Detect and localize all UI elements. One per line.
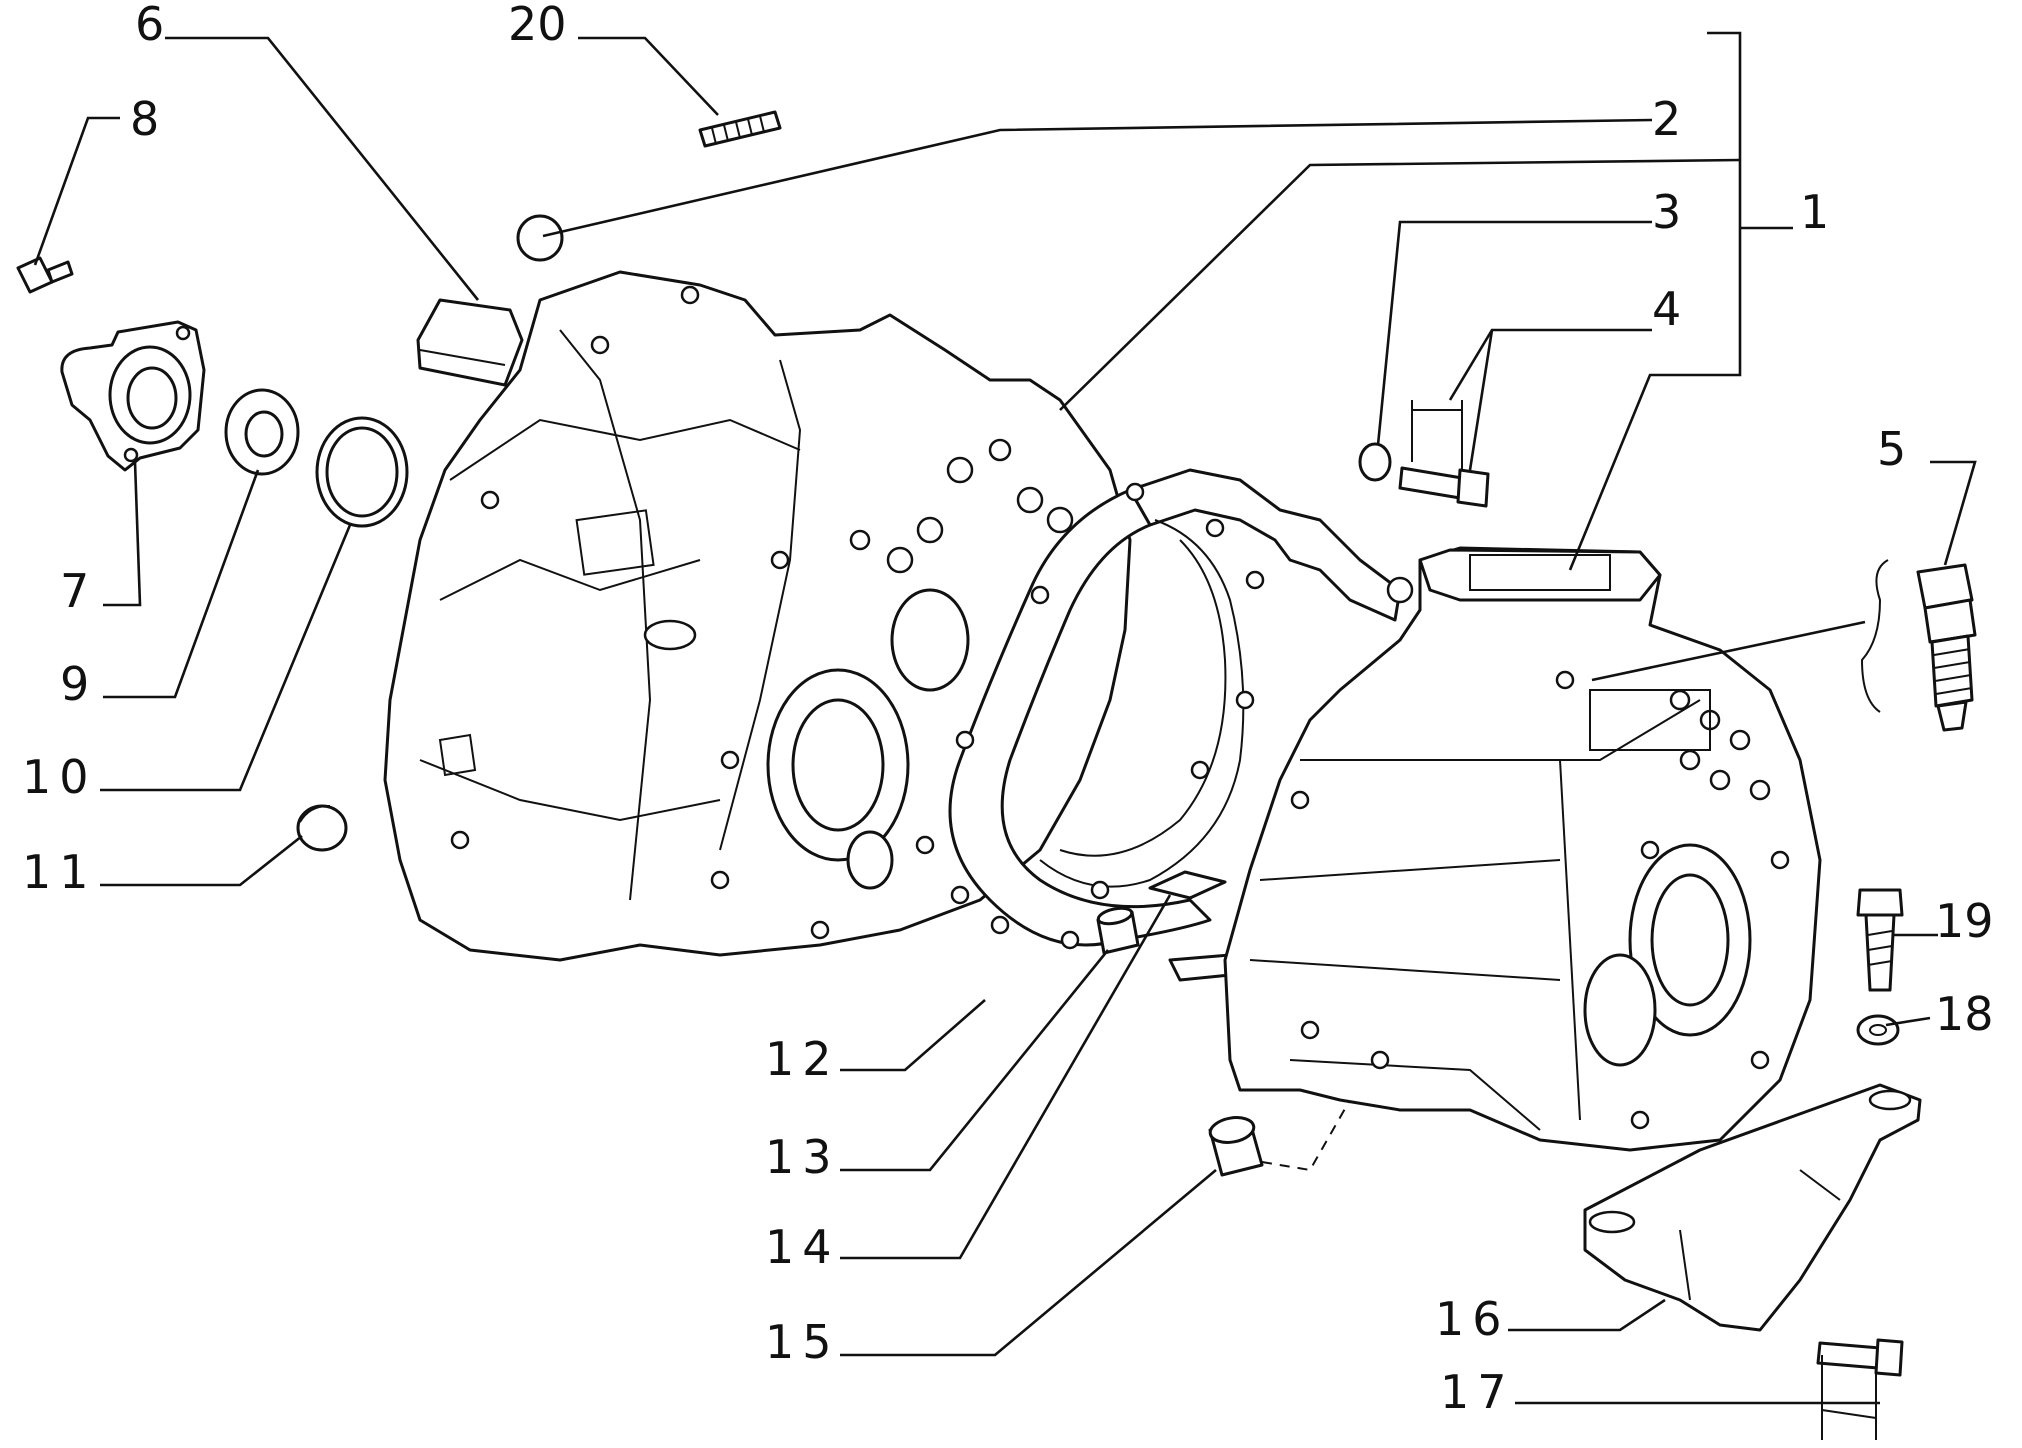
part-3-washer [1358,442,1392,482]
label-15: 15 [765,1315,840,1369]
leader-6 [165,36,480,301]
part-8-bolt [16,256,74,294]
leader-15 [840,1169,1217,1357]
label-14: 14 [765,1220,840,1274]
leader-5 [1930,460,1977,566]
label-11: 11 [22,845,97,899]
part-15-plug [1208,1099,1351,1177]
part-7-bearing-housing [60,320,206,472]
label-5: 5 [1877,422,1906,476]
leader-11 [100,834,303,887]
part-5-bracket [1860,559,1889,713]
part-20-stud [698,110,782,148]
label-19: 19 [1935,894,1994,948]
part-19-bolt [1856,888,1904,992]
part-4-bolt [1398,400,1490,508]
leader-7 [103,461,142,607]
part-17-bolt [1816,1338,1904,1440]
leader-9 [103,469,260,699]
leader-20 [578,36,719,116]
part-18-washer [1856,1014,1900,1046]
label-1: 1 [1800,185,1829,239]
label-17: 17 [1440,1365,1515,1419]
leader-16 [1508,1298,1666,1332]
part-5-switch [1916,563,1977,732]
label-16: 16 [1435,1292,1510,1346]
leader-4b [1468,329,1494,471]
label-3: 3 [1652,185,1681,239]
label-6: 6 [135,0,164,51]
leader-10 [100,524,352,792]
label-20: 20 [508,0,567,51]
label-9: 9 [60,657,89,711]
label-10: 10 [22,750,97,804]
leader-18 [1885,1016,1931,1027]
label-2: 2 [1652,92,1681,146]
leader-1-bracket [1568,31,1742,571]
part-9-seal [224,388,300,476]
label-4: 4 [1652,282,1681,336]
leader-5b [1591,620,1866,682]
leader-4 [1448,328,1652,401]
leader-2b [1059,158,1741,411]
part-13-dowel [1096,906,1140,955]
leader-3 [1376,220,1652,446]
leader-13 [840,949,1110,1172]
leader-14 [840,894,1172,1260]
leader-lines [33,31,1977,1405]
part-10-oring [315,416,409,528]
label-8: 8 [130,92,159,146]
part-14-plate [1148,870,1227,900]
leader-8 [33,116,120,266]
leader-12 [840,999,986,1072]
part-11-cap [296,804,348,852]
part-6-cover [416,298,524,387]
label-13: 13 [765,1130,840,1184]
gearbox-housing [1223,546,1822,1152]
label-7: 7 [60,564,89,618]
label-12: 12 [765,1032,840,1086]
part-16-bracket [1583,1083,1922,1332]
label-18: 18 [1935,987,1994,1041]
part-2-plug [516,214,564,262]
leader-2 [542,118,1653,238]
callout-labels: 6 20 8 2 3 1 4 5 7 9 10 11 12 13 14 15 1… [22,0,1994,1419]
